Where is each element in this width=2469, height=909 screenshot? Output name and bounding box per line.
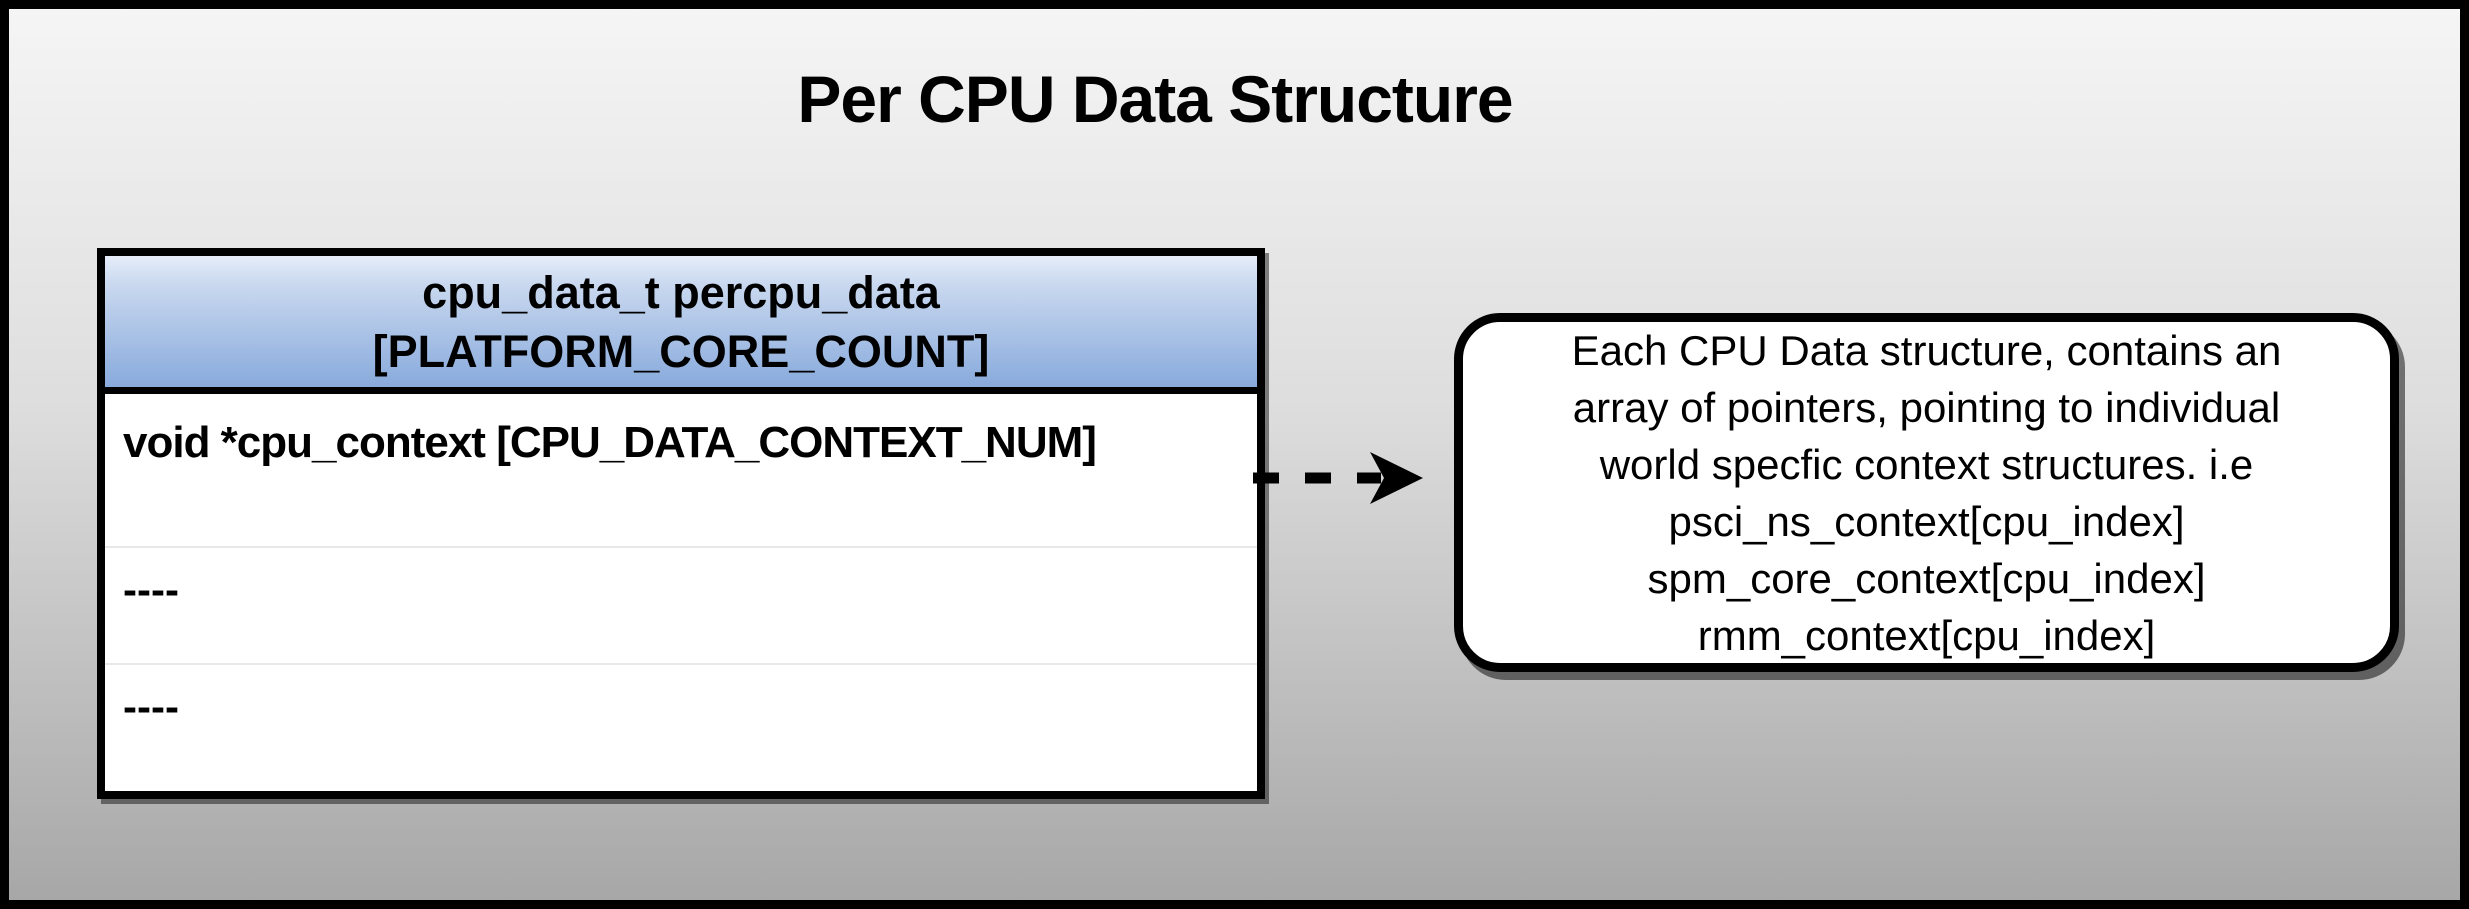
callout-box: Each CPU Data structure, contains an arr… [1454,313,2399,672]
table-row-cpu-context: void *cpu_context [CPU_DATA_CONTEXT_NUM] [123,418,1097,467]
struct-table-header-line-2: [PLATFORM_CORE_COUNT] [372,325,990,377]
callout-line: world specfic context structures. i.e [1599,440,2254,488]
callout-line: psci_ns_context[cpu_index] [1668,497,2185,545]
cpu-data-struct-table: cpu_data_t percpu_data [PLATFORM_CORE_CO… [97,248,1265,799]
table-row-placeholder-1: ---- [105,546,1257,663]
table-row-placeholder-2: ---- [105,663,1257,791]
struct-table-header: cpu_data_t percpu_data [PLATFORM_CORE_CO… [105,256,1257,394]
dashed-connector-arrow [1253,452,1423,504]
right-arrow-icon [1370,452,1423,504]
page-title: Per CPU Data Structure [797,62,1513,136]
callout-line: Each CPU Data structure, contains an [1571,326,2282,374]
callout-line: array of pointers, pointing to individua… [1572,383,2281,431]
callout-line: spm_core_context[cpu_index] [1647,554,2206,602]
callout-line: rmm_context[cpu_index] [1697,611,2156,659]
struct-table-header-line-1: cpu_data_t percpu_data [422,266,940,318]
